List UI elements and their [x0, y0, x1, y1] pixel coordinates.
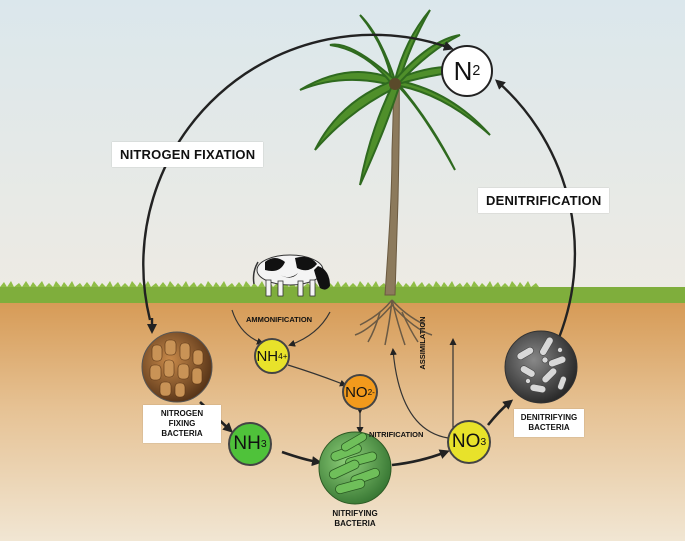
- label-nfb-line2: BACTERIA: [161, 429, 203, 438]
- no3-base: NO: [451, 431, 481, 452]
- label-nitrogen-fixation: NITROGEN FIXATION: [112, 142, 264, 167]
- arrow-no3-to-roots: [389, 348, 449, 439]
- nh4-sup: +: [282, 351, 288, 361]
- no2-base: NO: [345, 383, 368, 401]
- label-nfb-line1: NITROGEN FIXING: [160, 409, 204, 428]
- n2-sub: 2: [472, 63, 481, 79]
- cycle-arc-fixation: [142, 33, 454, 321]
- arrow-nh4-to-no2: [287, 364, 347, 387]
- nitrifying-bacteria-image: [318, 431, 392, 505]
- label-db-line1: DENITRIFYING: [520, 413, 578, 422]
- label-denitrification: DENITRIFICATION: [478, 188, 610, 213]
- cow: [252, 254, 330, 297]
- arrow-ammonification-right: [288, 311, 331, 347]
- arrow-nitrifying-to-no3: [391, 449, 450, 467]
- label-nb-line1: NITRIFYING: [332, 509, 378, 518]
- no2-sup: -: [372, 387, 375, 397]
- nitrogen-fixing-bacteria-image: [141, 331, 213, 403]
- palm-crown: [389, 78, 401, 90]
- nh4-sub: 4: [278, 351, 283, 361]
- label-assimilation: ASSIMILATION: [418, 316, 427, 370]
- label-ammonification: AMMONIFICATION: [246, 315, 313, 324]
- label-denitrifying-bacteria: DENITRIFYING BACTERIA: [514, 409, 584, 437]
- label-db-line2: BACTERIA: [528, 423, 570, 432]
- nh3-sub: 3: [260, 438, 267, 450]
- arrow-ammonification-left: [231, 309, 264, 345]
- label-nitrification: NITRIFICATION: [369, 430, 424, 439]
- plant-roots: [354, 299, 433, 346]
- denitrifying-bacteria-image: [504, 330, 578, 404]
- arrow-nh3-to-nitrifying: [281, 450, 322, 467]
- no2-sub: 2: [367, 387, 373, 397]
- arrow-no3-to-denitrifying: [486, 399, 514, 426]
- nh3-base: NH: [233, 433, 261, 454]
- label-nitrifying-bacteria: NITRIFYING BACTERIA: [325, 509, 385, 529]
- grass-tufts: [0, 281, 685, 287]
- no3-sub: 3: [480, 436, 487, 448]
- grass: [0, 287, 685, 303]
- n2-base: N: [453, 55, 473, 86]
- label-nitrogen-fixing-bacteria: NITROGEN FIXING BACTERIA: [143, 405, 221, 443]
- label-nb-line2: BACTERIA: [334, 519, 376, 528]
- nh4-base: NH: [256, 347, 279, 365]
